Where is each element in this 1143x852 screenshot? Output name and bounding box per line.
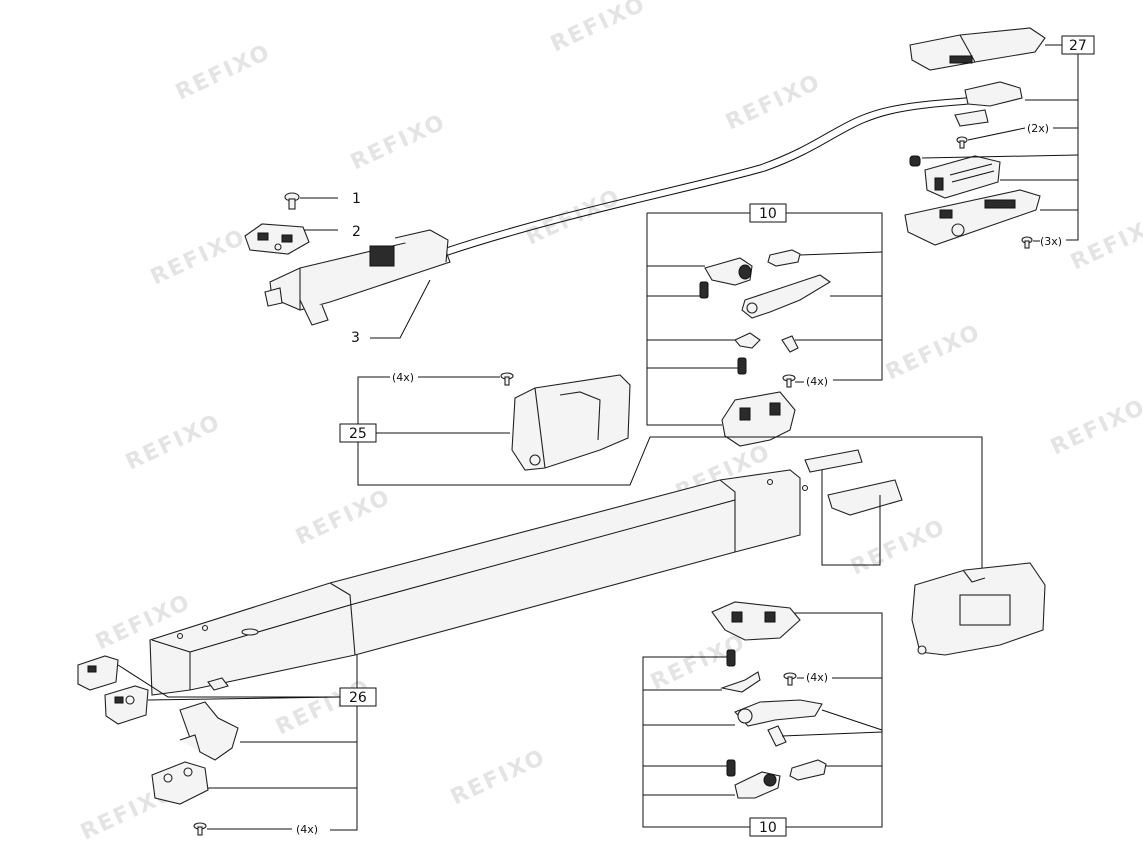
latch-sleeve-part [734,771,781,799]
screw-small [782,374,796,388]
leader-bracket [821,470,881,566]
watermark: REFIXO [547,0,650,57]
watermark: REFIXO [447,745,550,811]
dowel-pin-part [767,725,787,747]
rail-profile [149,469,809,696]
leader-line [370,279,431,339]
item-number-26: 26 [349,690,367,706]
quantity-4x: (4x) [296,823,318,836]
latch-sleeve-part [704,257,753,286]
cable-clamp-part [954,81,1023,127]
slide-block-part [77,655,119,691]
slide-block-part [104,685,149,725]
watermark: REFIXO [847,515,950,581]
dowel-pin-part [781,335,799,353]
slide-clip-part [804,449,863,473]
item-number-3: 3 [351,330,360,346]
watermark: REFIXO [1047,395,1143,461]
item-number-10-bottom: 10 [759,820,777,836]
leader-bracket [780,612,883,828]
latch-base-part [721,391,796,447]
leader-bracket [330,706,358,831]
circuit-board-part [904,189,1041,246]
quantity-2x: (2x) [1027,122,1049,135]
watermark: REFIXO [172,40,275,106]
watermark: REFIXO [292,485,395,551]
spring-part [909,155,921,167]
leader-bracket [642,656,750,828]
screw-small [783,672,797,686]
end-cap-housing-part [511,374,631,471]
screw-small [1021,236,1033,249]
pin-part [767,249,801,267]
item-number-2: 2 [352,224,361,240]
item-box-26 [339,687,377,707]
watermark: REFIXO [882,320,985,386]
watermark: REFIXO [272,675,375,741]
slide-block-part [151,761,209,805]
leader-line [117,664,340,698]
clip-part [734,332,761,349]
spring-part [726,649,736,667]
screw-small [956,136,968,149]
item-number-10-top: 10 [759,206,777,222]
guide-shoe-part [179,701,239,761]
screw-small [193,822,207,836]
terminal-block-part [924,155,1001,199]
watermark: REFIXO [522,185,625,251]
leader-line [967,127,1026,141]
clip-part [719,671,761,693]
watermark: REFIXO [347,110,450,176]
spring-part [699,281,709,299]
cable [444,100,989,257]
screw-small [500,372,514,386]
pin-part [789,759,827,781]
latch-base-part [711,601,801,641]
item-box-10-top [749,203,787,223]
leader-bracket [646,213,722,426]
quantity-4x: (4x) [392,371,414,384]
leader-line [921,154,1079,159]
screw-part-1 [284,192,300,210]
cable [439,94,986,251]
lever-arm-part [734,699,823,727]
quantity-3x: (3x) [1040,235,1062,248]
bracket-part-2 [244,223,310,255]
watermark: REFIXO [722,70,825,136]
watermark: REFIXO [122,410,225,476]
item-number-27: 27 [1069,38,1087,54]
leader-line [147,696,341,701]
connector-housing-part-3 [264,229,451,326]
lever-arm-part [741,274,832,319]
slide-clip-part [827,479,903,516]
quantity-4x: (4x) [806,375,828,388]
item-number-1: 1 [352,191,361,207]
quantity-4x: (4x) [806,671,828,684]
leader-line [781,709,883,737]
spring-part [737,357,747,375]
watermark: REFIXO [147,225,250,291]
drive-head-cover-part [911,562,1046,656]
leader-line [799,251,883,256]
spring-part [726,759,736,777]
cover-cap-part [909,27,1046,71]
leader-bracket [357,376,983,568]
leader-bracket [1066,54,1079,241]
item-number-25: 25 [349,426,367,442]
item-box-10-bottom [749,817,787,837]
